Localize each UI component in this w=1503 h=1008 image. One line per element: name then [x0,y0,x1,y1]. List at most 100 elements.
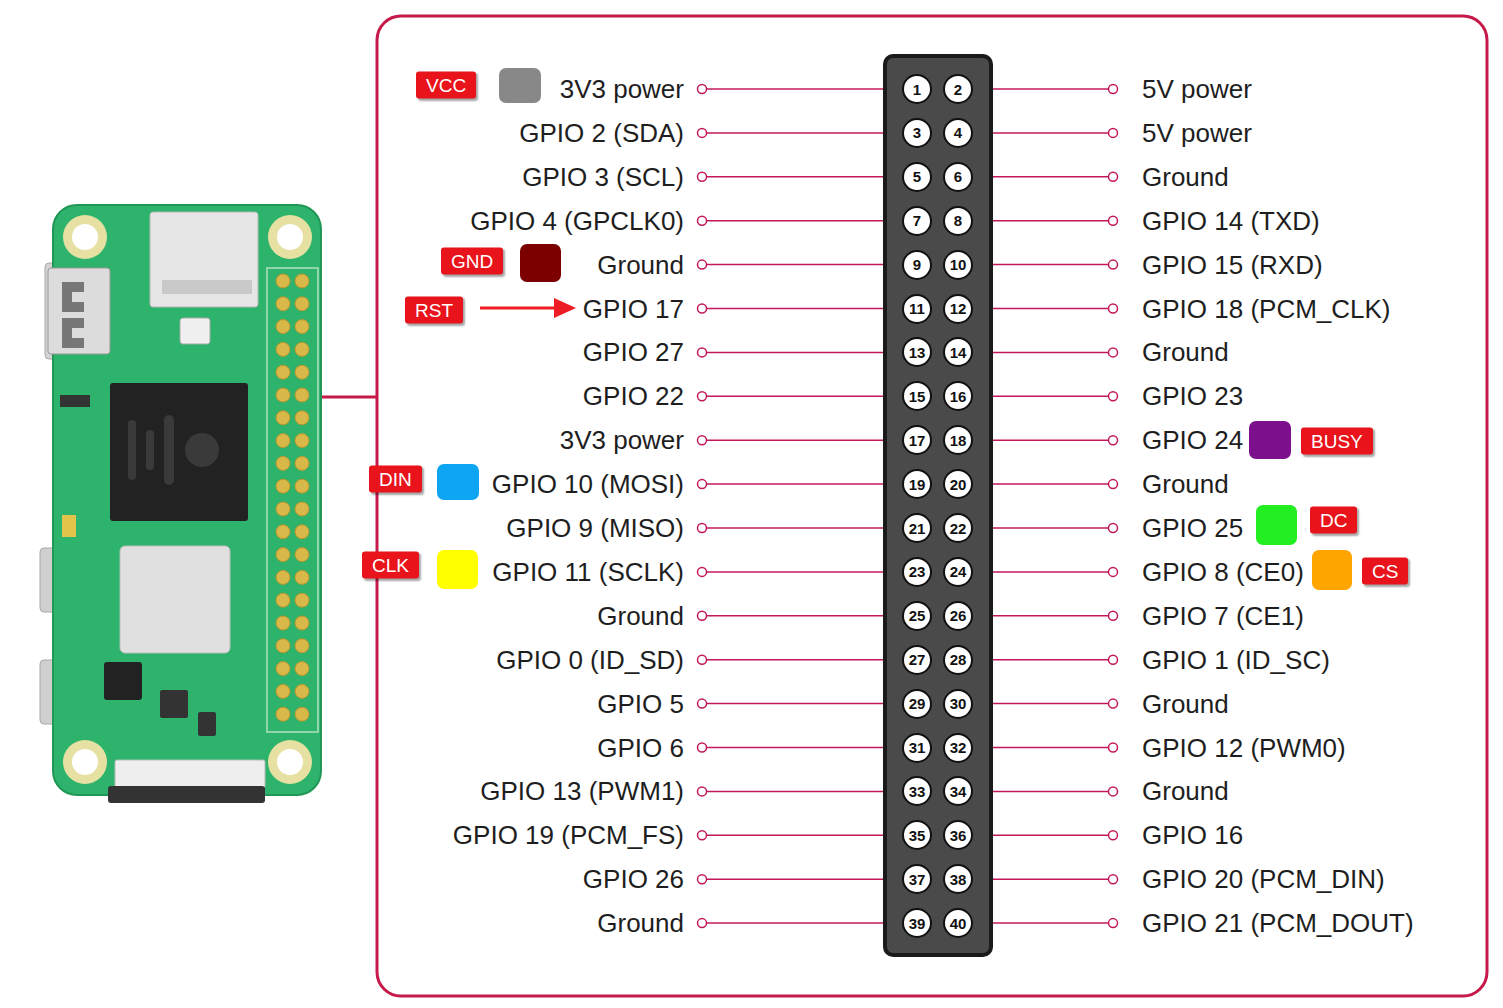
color-swatch [499,68,541,103]
pin-number: 5 [913,169,921,184]
signal-name: CLK [372,555,409,576]
pin-number: 39 [909,916,926,931]
header-pad [295,639,309,653]
gpio-header-pads [276,274,309,721]
leader-line [974,483,1108,485]
leader-line [974,835,1108,837]
leader-line [974,308,1108,310]
color-swatch [1312,550,1352,590]
header-pad [276,639,290,653]
pin-number: 17 [909,433,926,448]
signal-tag: BUSY [1301,428,1373,455]
header-pad [295,502,309,516]
pin-number: 22 [950,521,967,536]
pin-number-circle: 16 [943,381,973,411]
pin-label: GPIO 18 (PCM_CLK) [1142,296,1391,322]
pin-number-circle: 17 [902,425,932,455]
leader-line [974,352,1108,354]
leader-line [707,878,901,880]
header-pad [295,456,309,470]
pin-label: GPIO 21 (PCM_DOUT) [1142,910,1414,936]
header-pad [276,707,290,721]
pin-number: 19 [909,477,926,492]
leader-end [1109,392,1118,401]
pin-number-circle: 35 [902,820,932,850]
pin-number-circle: 33 [902,776,932,806]
pin-number-circle: 11 [902,294,932,324]
leader-end [698,260,707,269]
leader-end [1109,655,1118,664]
pin-number: 3 [913,125,921,140]
pin-label: GPIO 25 [1142,515,1243,541]
mount-hole [268,740,312,784]
pin-label: GPIO 0 (ID_SD) [496,647,684,673]
pin-number-circle: 27 [902,645,932,675]
pin-label: Ground [597,252,684,278]
hdmi-port [48,268,110,354]
header-pad [276,570,290,584]
pin-label: GPIO 10 (MOSI) [492,471,684,497]
leader-line [707,308,901,310]
pin-label: GPIO 3 (SCL) [522,164,684,190]
pointer-arrowhead [554,298,576,318]
leader-line [707,922,901,924]
pin-label: Ground [597,910,684,936]
pin-number: 14 [950,345,967,360]
leader-line [974,220,1108,222]
leader-line [974,922,1108,924]
leader-line [707,220,901,222]
pin-number: 40 [950,916,967,931]
pin-number: 27 [909,652,926,667]
leader-line [707,615,901,617]
pin-number-circle: 13 [902,337,932,367]
pin-number-circle: 30 [943,689,973,719]
leader-end [1109,567,1118,576]
pin-number: 35 [909,828,926,843]
pin-number: 10 [950,257,967,272]
leader-line [974,791,1108,793]
header-pad [276,320,290,334]
pin-number: 37 [909,872,926,887]
pin-number: 28 [950,652,967,667]
leader-line [707,88,901,90]
pin-number-circle: 7 [902,206,932,236]
pin-label: 3V3 power [560,427,684,453]
pin-label: GPIO 11 (SCLK) [492,559,684,585]
pin-number-circle: 28 [943,645,973,675]
header-pad [276,297,290,311]
leader-line [974,659,1108,661]
leader-end [1109,436,1118,445]
pin-number: 20 [950,477,967,492]
header-pad [276,616,290,630]
header-pad [295,662,309,676]
leader-end [698,919,707,928]
header-pad [295,365,309,379]
header-pad [295,684,309,698]
pin-label: GPIO 2 (SDA) [519,120,684,146]
pin-label: 3V3 power [560,76,684,102]
pin-label: GPIO 22 [583,383,684,409]
pin-label: Ground [1142,778,1229,804]
detail-panel [377,16,1487,996]
header-pad [276,684,290,698]
pin-number-circle: 8 [943,206,973,236]
header-pad [276,388,290,402]
pin-number: 33 [909,784,926,799]
leader-line [707,396,901,398]
leader-line [707,527,901,529]
header-pad [295,274,309,288]
leader-line [707,483,901,485]
leader-line [974,88,1108,90]
mount-hole [63,215,107,259]
processor-chip [110,383,248,521]
pin-number-circle: 32 [943,733,973,763]
leader-end [698,216,707,225]
pin-number-circle: 2 [943,74,973,104]
leader-end [1109,85,1118,94]
signal-name: DC [1320,510,1347,531]
camera-connector [108,786,265,803]
chip-logo [128,420,136,480]
pin-number: 8 [954,213,962,228]
pin-label: 5V power [1142,120,1252,146]
pin-number: 9 [913,257,921,272]
